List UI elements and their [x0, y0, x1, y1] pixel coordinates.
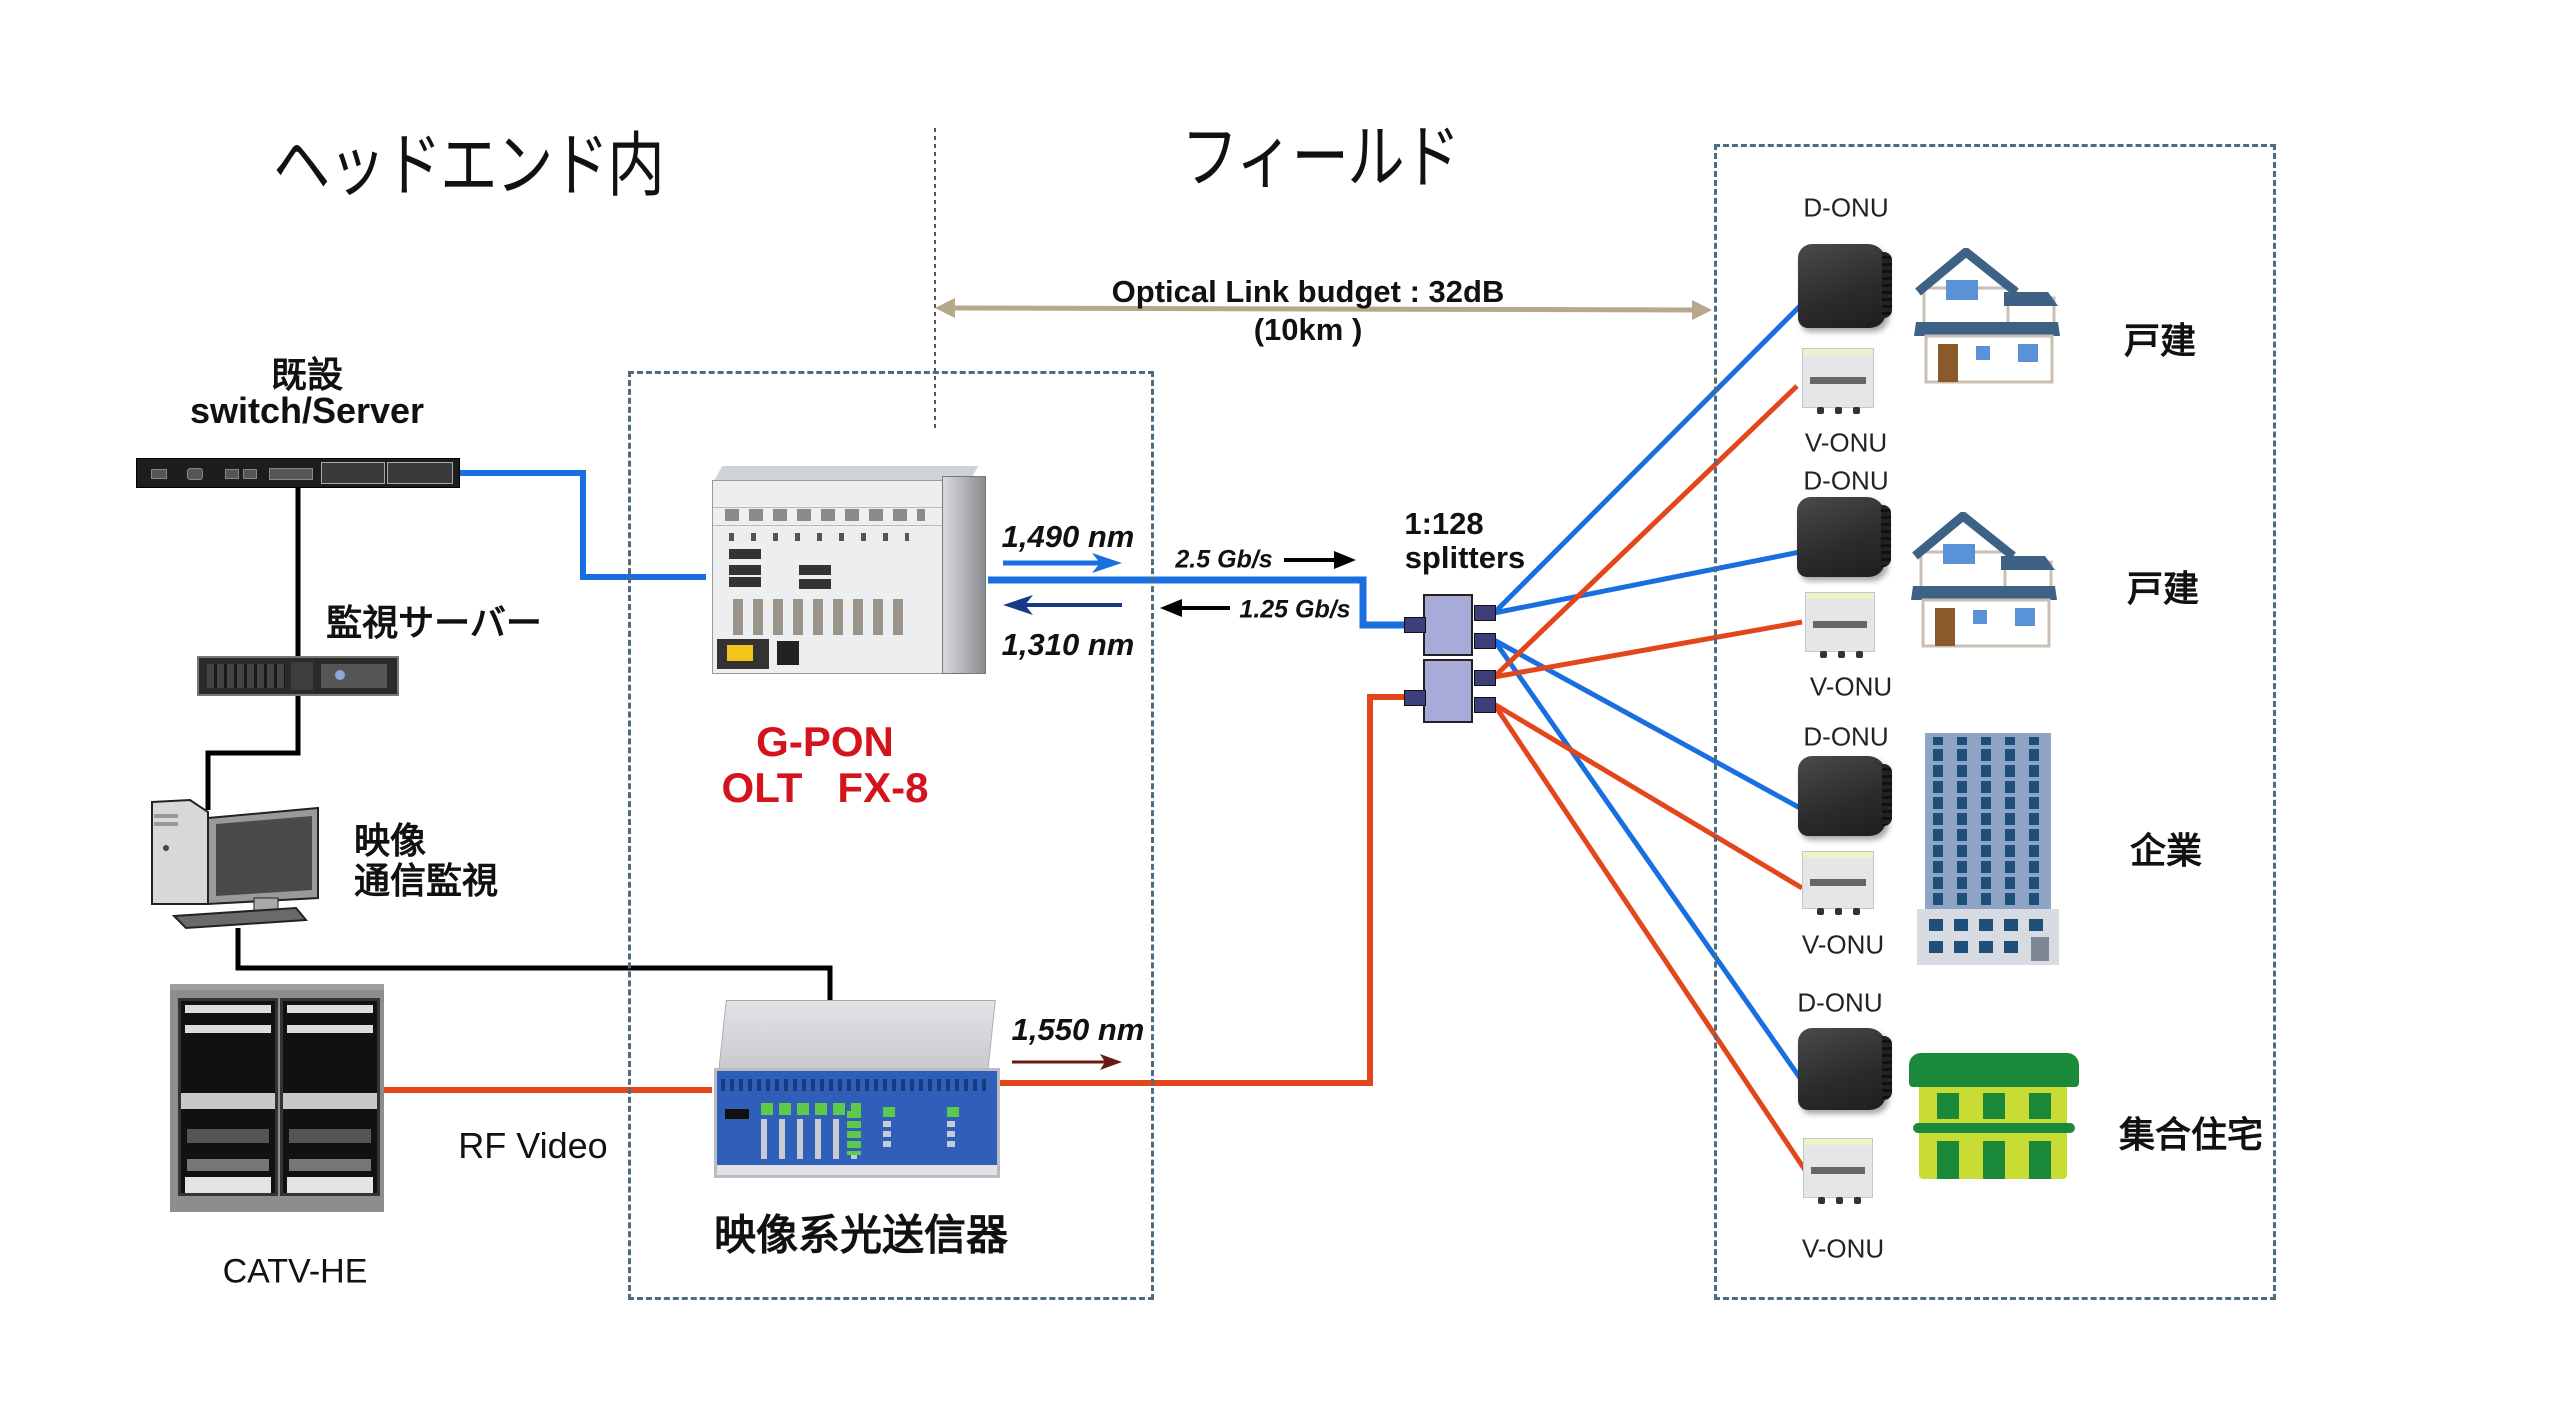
olt-model-label-2: OLT FX-8: [721, 764, 929, 811]
link-budget-arrow: [935, 298, 1712, 320]
switch-to-olt-fiber: [460, 470, 706, 580]
v-onu-label: V-ONU: [1801, 1233, 1885, 1264]
splitter-ratio-label: 1:128: [1404, 506, 1484, 541]
optical-splitter-icon: [1423, 659, 1473, 723]
olt-chassis-icon: [694, 466, 986, 676]
tx-to-splitter-fiber: [1000, 694, 1414, 1086]
splitter-output-port: [1474, 633, 1496, 649]
subscriber-type-label: 戸建: [2123, 320, 2197, 361]
olt-model-label-1: G-PON: [756, 718, 894, 765]
d-onu-router-icon: [1798, 244, 1892, 328]
video-optical-transmitter-icon: [708, 1000, 1004, 1180]
v-onu-label: V-ONU: [1801, 929, 1885, 960]
subscriber-type-label: 集合住宅: [2118, 1114, 2264, 1155]
drop-fiber-v-onu-3: [1492, 701, 1804, 891]
existing-switch-label-1: 既設: [270, 354, 344, 395]
drop-fiber-v-onu-1: [1492, 384, 1799, 679]
d-onu-label: D-ONU: [1803, 192, 1889, 223]
house-icon: [1911, 512, 2057, 648]
v-onu-device-icon: [1803, 1138, 1873, 1204]
house-icon: [1914, 248, 2060, 384]
field-section-title: フィールド: [1181, 116, 1460, 199]
splitter-input-port: [1404, 690, 1426, 706]
catv-headend-rack-icon: [170, 984, 384, 1212]
v-onu-device-icon: [1805, 592, 1875, 658]
v-onu-label: V-ONU: [1804, 427, 1888, 458]
existing-switch-label-2: switch/Server: [189, 390, 425, 431]
link-budget-label: Optical Link budget : 32dB: [1111, 274, 1505, 309]
v-onu-device-icon: [1802, 851, 1874, 915]
drop-fiber-d-onu-2: [1493, 549, 1801, 616]
subscriber-type-label: 企業: [2129, 830, 2203, 871]
olt-to-splitter-fiber: [988, 576, 1414, 629]
rack-server-icon: [197, 656, 399, 696]
up-rate-arrow: [1160, 599, 1230, 617]
video-arrow: [1012, 1054, 1122, 1070]
d-onu-router-icon: [1797, 497, 1891, 577]
splitter-output-port: [1474, 605, 1496, 621]
headend-equipment-box: [628, 371, 1154, 1300]
office-building-icon: [1917, 733, 2059, 965]
drop-fiber-v-onu-4: [1491, 702, 1808, 1172]
splitter-label: splitters: [1404, 540, 1526, 575]
upstream-wavelength-label: 1,310 nm: [1001, 627, 1135, 662]
network-switch-icon: [136, 458, 460, 488]
splitter-input-port: [1404, 617, 1426, 633]
down-rate-label: 2.5 Gb/s: [1175, 545, 1273, 574]
subscriber-type-label: 戸建: [2126, 568, 2200, 609]
drop-fiber-d-onu-4: [1491, 638, 1803, 1080]
pc-to-tx-line: [235, 928, 833, 1004]
splitter-output-port: [1474, 670, 1496, 686]
d-onu-label: D-ONU: [1797, 987, 1883, 1018]
video-wavelength-label: 1,550 nm: [1011, 1012, 1145, 1047]
downstream-wavelength-label: 1,490 nm: [1001, 519, 1135, 554]
splitter-output-port: [1474, 697, 1496, 713]
monitoring-pc-label-1: 映像: [354, 820, 427, 861]
apartment-icon: [1905, 1053, 2083, 1181]
server-to-pc-line: [205, 693, 301, 810]
rf-video-label: RF Video: [458, 1125, 608, 1166]
subscriber-premises-box: [1714, 144, 2276, 1300]
down-rate-arrow: [1284, 551, 1356, 569]
desktop-pc-icon: [151, 798, 319, 930]
d-onu-label: D-ONU: [1803, 465, 1889, 496]
optical-splitter-icon: [1423, 594, 1473, 656]
video-transmitter-label: 映像系光送信器: [713, 1211, 1009, 1259]
catv-headend-label: CATV-HE: [222, 1252, 368, 1291]
headend-section-title: ヘッドエンド内: [272, 124, 665, 207]
link-budget-distance: (10km ): [1253, 312, 1363, 347]
drop-fibers: [1491, 302, 1808, 1172]
d-onu-router-icon: [1798, 756, 1892, 836]
upstream-arrow: [1003, 595, 1122, 615]
d-onu-label: D-ONU: [1803, 721, 1889, 752]
monitor-server-label: 監視サーバー: [326, 602, 542, 643]
v-onu-label: V-ONU: [1809, 671, 1893, 702]
up-rate-label: 1.25 Gb/s: [1239, 595, 1351, 624]
d-onu-router-icon: [1798, 1028, 1892, 1110]
monitoring-pc-label-2: 通信監視: [354, 860, 499, 901]
v-onu-device-icon: [1802, 348, 1874, 414]
drop-fiber-v-onu-2: [1493, 619, 1803, 680]
drop-fiber-d-onu-1: [1492, 302, 1804, 615]
downstream-arrow: [1003, 553, 1122, 573]
